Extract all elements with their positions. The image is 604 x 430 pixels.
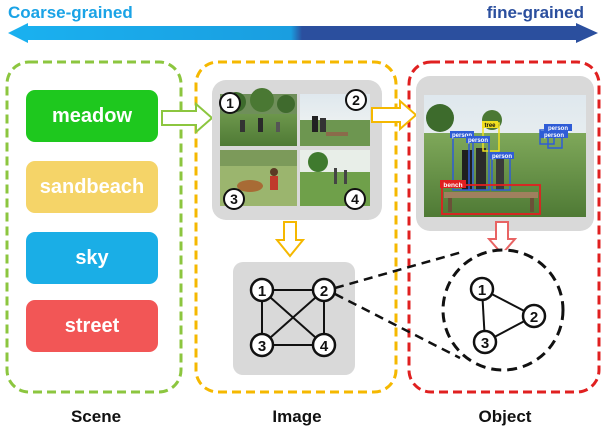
object-graph-node-1-text: 1 bbox=[478, 282, 486, 299]
object-column-label: Object bbox=[479, 407, 532, 426]
thumb-badge-1 bbox=[219, 92, 241, 114]
thumb-badge-4-text: 4 bbox=[351, 191, 359, 207]
fine-grained-label: fine-grained bbox=[487, 3, 584, 22]
granularity-arrow bbox=[8, 23, 598, 43]
scene-column-label: Scene bbox=[71, 407, 121, 426]
image-graph-node-4 bbox=[311, 332, 337, 358]
arrow-right-head bbox=[576, 23, 598, 43]
image-graph-node-3 bbox=[249, 332, 275, 358]
thumb-2 bbox=[300, 94, 370, 146]
object-graph-circle bbox=[441, 248, 565, 372]
image-graph-node-2 bbox=[311, 277, 337, 303]
image-graph-node-1-text: 1 bbox=[258, 283, 266, 300]
detection-boxes: tree person person person person person … bbox=[440, 121, 572, 215]
thumb-badge-2 bbox=[345, 89, 367, 111]
zoom-line-top bbox=[334, 250, 463, 290]
arrow-object-down bbox=[486, 221, 518, 256]
object-frame bbox=[407, 60, 601, 394]
image-graph-node-1 bbox=[249, 277, 275, 303]
thumb-badge-2-text: 2 bbox=[352, 92, 360, 108]
det-label-tree: tree bbox=[484, 123, 496, 129]
thumb-badge-3-text: 3 bbox=[230, 191, 238, 207]
image-graph-node-2-text: 2 bbox=[320, 283, 328, 300]
thumb-badge-4 bbox=[344, 188, 366, 210]
object-graph-node-1 bbox=[469, 276, 495, 302]
scene-category-sky: sky bbox=[26, 232, 158, 284]
det-label-person-1: person bbox=[452, 133, 472, 139]
arrow-scene-to-image bbox=[161, 101, 214, 135]
thumb-badge-1-text: 1 bbox=[226, 95, 234, 111]
thumb-badge-3 bbox=[223, 188, 245, 210]
object-graph-node-3-text: 3 bbox=[481, 335, 489, 352]
det-label-person-2: person bbox=[468, 138, 488, 144]
object-graph-node-2-text: 2 bbox=[530, 309, 538, 326]
object-graph-node-2 bbox=[521, 303, 547, 329]
det-label-bench: bench bbox=[443, 182, 462, 189]
scene-frame bbox=[5, 60, 183, 394]
scene-category-sandbeach: sandbeach bbox=[26, 161, 158, 213]
image-frame bbox=[194, 60, 398, 394]
image-graph-node-4-text: 4 bbox=[320, 338, 329, 355]
det-label-person-3: person bbox=[492, 154, 512, 160]
scene-category-meadow: meadow bbox=[26, 90, 158, 142]
granularity-bar bbox=[26, 26, 578, 40]
object-graph-node-3 bbox=[472, 329, 498, 355]
arrow-image-down bbox=[274, 221, 306, 258]
det-label-person-5: person bbox=[544, 133, 564, 139]
scene-category-street-label: street bbox=[64, 314, 120, 337]
image-graph-node-3-text: 3 bbox=[258, 338, 266, 355]
det-box-bench bbox=[441, 184, 541, 215]
scene-category-sandbeach-label: sandbeach bbox=[39, 175, 145, 198]
arrow-left-head bbox=[8, 23, 28, 43]
scene-category-sky-label: sky bbox=[75, 246, 109, 269]
coarse-grained-label: Coarse-grained bbox=[8, 3, 133, 22]
arrow-image-to-object bbox=[371, 98, 418, 132]
image-column-label: Image bbox=[272, 407, 321, 426]
det-label-person-4: person bbox=[548, 126, 568, 132]
zoom-line-bottom bbox=[334, 292, 461, 360]
scene-category-meadow-label: meadow bbox=[51, 104, 133, 127]
scene-category-street: street bbox=[26, 300, 158, 352]
